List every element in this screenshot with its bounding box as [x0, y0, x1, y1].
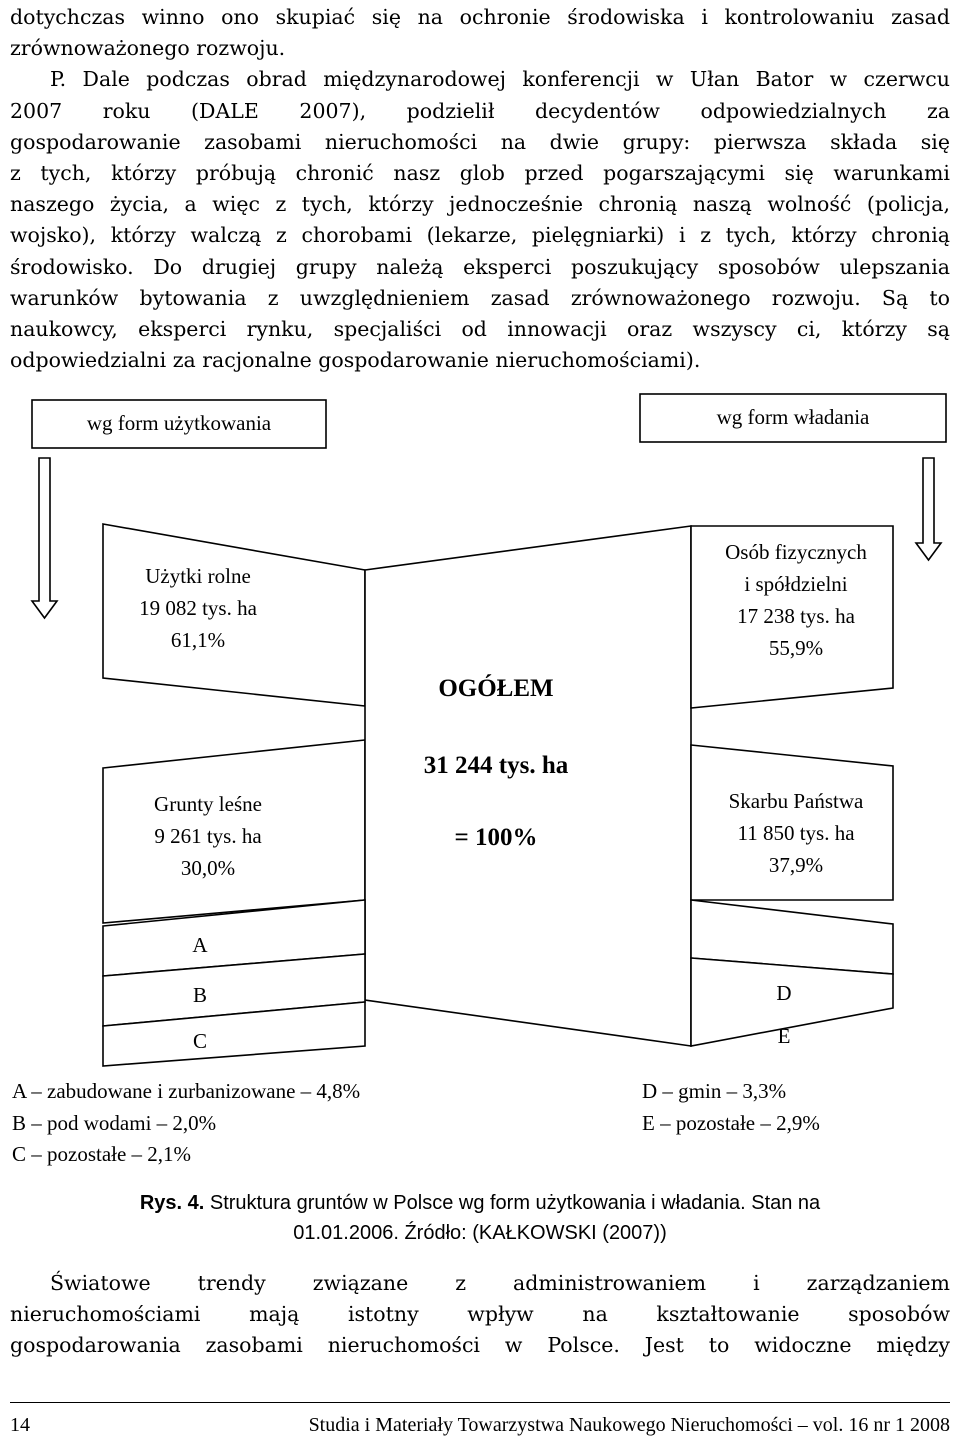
box-usage: [31, 399, 327, 449]
state-label: Skarbu Państwa 11 850 tys. ha 37,9%: [691, 785, 901, 881]
caption-line-1: Struktura gruntów w Polsce wg form użytk…: [209, 1192, 821, 1214]
total-area: 31 244 tys. ha: [423, 752, 569, 779]
text-line: środowisko. Do drugiej grupy należą eksp…: [10, 254, 950, 279]
agricultural-label: Użytki rolne 19 082 tys. ha 61,1%: [103, 560, 293, 656]
forest-percent: 30,0%: [180, 856, 236, 880]
forest-title: Grunty leśne: [154, 792, 262, 816]
diagram-shapes: [30, 393, 947, 1067]
land-structure-diagram: wg form użytkowania wg form władania Uży…: [0, 388, 960, 1188]
label-d: D: [776, 981, 792, 1005]
arrow-down-left: [30, 457, 59, 620]
legend-item: B – pod wodami – 2,0%: [12, 1110, 217, 1135]
text-line: nieruchomościami mają istotny wpływ na k…: [10, 1302, 950, 1327]
box-ownership-label: wg form władania: [716, 405, 870, 429]
text-line: naukowcy, eksperci rynku, specjaliści od…: [10, 316, 950, 341]
strip-c: [102, 1001, 366, 1067]
private-title: Osób fizycznych: [725, 540, 867, 564]
text-line: zrównoważonego rozwoju.: [10, 36, 286, 61]
figure-caption: Rys. 4. Struktura gruntów w Polsce wg fo…: [40, 1188, 920, 1248]
footer-rule: [10, 1402, 950, 1403]
text-line: odpowiedzialni za racjonalne gospodarowa…: [10, 348, 701, 373]
journal-title: Studia i Materiały Towarzystwa Naukowego…: [308, 1414, 950, 1436]
panel-center-total: [364, 525, 692, 1047]
text-line: gospodarowania zasobami nieruchomości w …: [10, 1333, 950, 1358]
label-a: A: [192, 933, 208, 957]
box-usage-label: wg form użytkowania: [86, 411, 272, 435]
forest-area: 9 261 tys. ha: [154, 824, 262, 848]
panel-state: [690, 744, 894, 901]
caption-line-2: 01.01.2006. Źródło: (KAŁKOWSKI (2007)): [293, 1222, 667, 1244]
state-title: Skarbu Państwa: [728, 789, 864, 813]
legend-item: E – pozostałe – 2,9%: [642, 1110, 820, 1135]
panel-private: [690, 525, 894, 709]
text-line: z tych, którzy próbują chronić nasz glob…: [10, 160, 950, 185]
total-percent: = 100%: [454, 824, 538, 851]
caption-label: Rys. 4.: [139, 1192, 205, 1214]
legend-right: D – gmin – 3,3% E – pozostałe – 2,9%: [642, 1076, 820, 1139]
private-area: 17 238 tys. ha: [737, 604, 855, 628]
strip-e: [690, 957, 894, 1047]
text-line: 2007 roku (DALE 2007), podzielił decyden…: [10, 98, 950, 123]
legend-item: C – pozostałe – 2,1%: [12, 1142, 192, 1166]
total-title: OGÓŁEM: [438, 675, 554, 702]
text-line: gospodarowanie zasobami nieruchomości na…: [10, 129, 950, 154]
text-line: warunków bytowania z uwzględnieniem zasa…: [10, 285, 950, 310]
legend-item: A – zabudowane i zurbanizowane – 4,8%: [12, 1079, 361, 1103]
state-area: 11 850 tys. ha: [737, 821, 855, 845]
label-b: B: [192, 983, 207, 1007]
private-label: Osób fizycznych i spółdzielni 17 238 tys…: [691, 536, 901, 664]
label-e: E: [777, 1024, 791, 1048]
text-line: dotychczas winno ono skupiać się na ochr…: [10, 5, 950, 29]
agricultural-title: Użytki rolne: [145, 564, 251, 588]
legend-item: D – gmin – 3,3%: [642, 1079, 787, 1103]
private-percent: 55,9%: [768, 636, 824, 660]
agricultural-percent: 61,1%: [170, 628, 226, 652]
page-number: 14: [10, 1414, 30, 1436]
agricultural-area: 19 082 tys. ha: [139, 596, 257, 620]
text-line: wojsko), którzy walczą z chorobami (leka…: [10, 223, 950, 248]
box-ownership: [639, 393, 947, 443]
state-percent: 37,9%: [768, 853, 824, 877]
text-line: Światowe trendy związane z administrowan…: [50, 1271, 950, 1295]
legend-left: A – zabudowane i zurbanizowane – 4,8% B …: [12, 1076, 360, 1171]
body-paragraph-top: dotychczas winno ono skupiać się na ochr…: [10, 2, 950, 376]
arrow-down-right: [914, 457, 943, 562]
body-paragraph-bottom: Światowe trendy związane z administrowan…: [10, 1268, 950, 1362]
text-line: P. Dale podczas obrad międzynarodowej ko…: [50, 67, 950, 92]
label-c: C: [192, 1029, 207, 1053]
forest-label: Grunty leśne 9 261 tys. ha 30,0%: [103, 788, 313, 884]
text-line: naszego życia, a więc z tych, którzy jed…: [10, 192, 950, 217]
private-subtitle: i spółdzielni: [744, 572, 848, 596]
